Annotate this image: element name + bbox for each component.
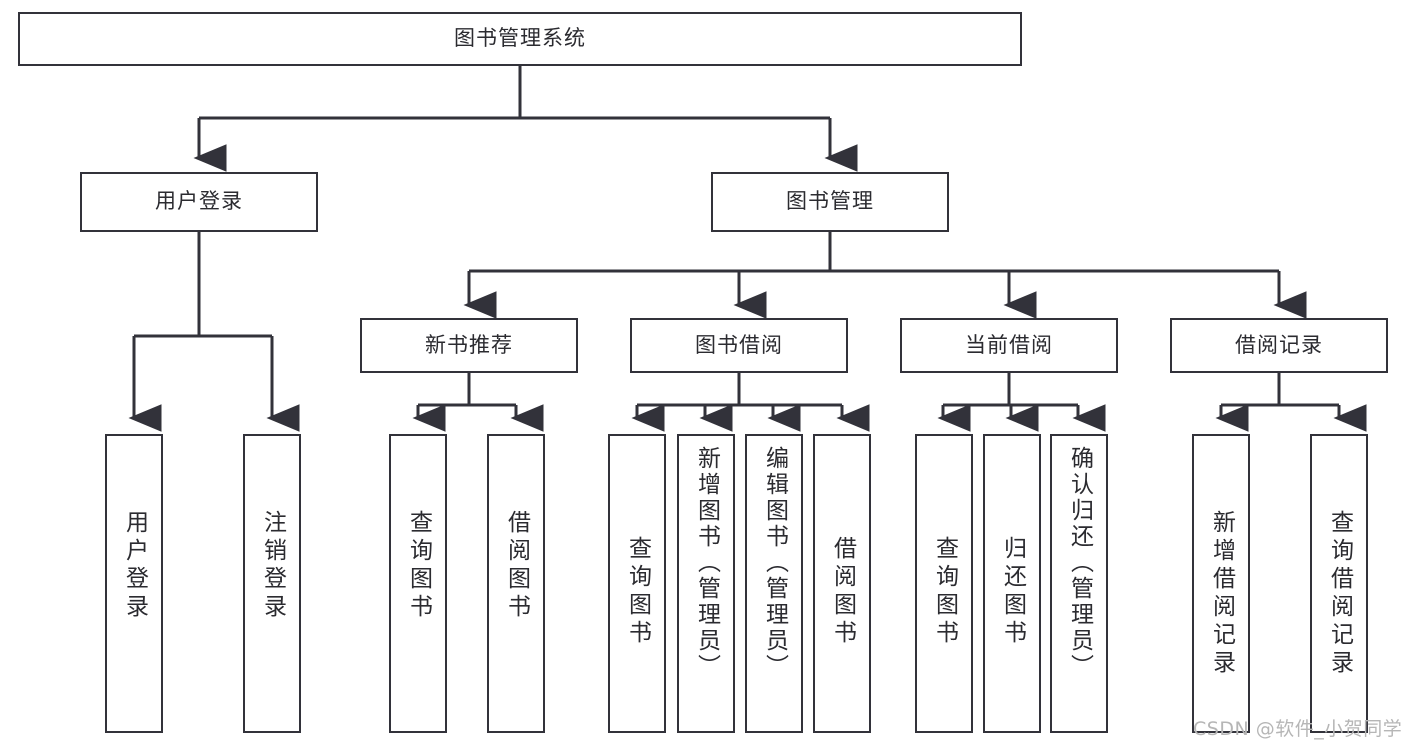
node-label: 图书管理 xyxy=(786,189,874,214)
leaf-user-login-signin[interactable]: 用户登录 xyxy=(105,434,163,733)
leaf-label: 新增借阅记录 xyxy=(1208,510,1235,678)
leaf-borrow-edit-book-admin[interactable]: 编辑图书（管理员） xyxy=(745,434,803,733)
node-label: 借阅记录 xyxy=(1235,332,1323,357)
leaf-label: 用户登录 xyxy=(121,510,148,622)
leaf-borrow-add-book-admin[interactable]: 新增图书（管理员） xyxy=(677,434,735,733)
leaf-label: 查询借阅记录 xyxy=(1326,510,1353,678)
node-borrow-record[interactable]: 借阅记录 xyxy=(1170,318,1388,373)
leaf-label: 编辑图书（管理员） xyxy=(761,446,788,680)
node-book-borrow[interactable]: 图书借阅 xyxy=(630,318,848,373)
leaf-current-query-book[interactable]: 查询图书 xyxy=(915,434,973,733)
node-label: 图书借阅 xyxy=(695,332,783,357)
leaf-label: 查询图书 xyxy=(931,536,958,648)
node-user-login[interactable]: 用户登录 xyxy=(80,172,318,232)
node-label: 用户登录 xyxy=(155,189,243,214)
node-new-book-recommend[interactable]: 新书推荐 xyxy=(360,318,578,373)
leaf-label: 归还图书 xyxy=(999,536,1026,648)
leaf-current-return-book[interactable]: 归还图书 xyxy=(983,434,1041,733)
node-current-borrow[interactable]: 当前借阅 xyxy=(900,318,1118,373)
leaf-label: 新增图书（管理员） xyxy=(693,446,720,680)
csdn-watermark: CSDN @软件_小贺同学 xyxy=(1193,718,1403,740)
leaf-borrow-query-book[interactable]: 查询图书 xyxy=(608,434,666,733)
node-book-management[interactable]: 图书管理 xyxy=(711,172,949,232)
node-label: 图书管理系统 xyxy=(454,26,586,51)
leaf-label: 借阅图书 xyxy=(503,510,530,622)
leaf-record-query-borrow-record[interactable]: 查询借阅记录 xyxy=(1310,434,1368,733)
leaf-label: 查询图书 xyxy=(624,536,651,648)
leaf-user-login-logout[interactable]: 注销登录 xyxy=(243,434,301,733)
leaf-label: 确认归还（管理员） xyxy=(1066,446,1093,680)
node-root-system[interactable]: 图书管理系统 xyxy=(18,12,1022,66)
node-label: 当前借阅 xyxy=(965,332,1053,357)
node-label: 新书推荐 xyxy=(425,332,513,357)
leaf-record-add-borrow-record[interactable]: 新增借阅记录 xyxy=(1192,434,1250,733)
leaf-label: 查询图书 xyxy=(405,510,432,622)
leaf-label: 注销登录 xyxy=(259,510,286,622)
leaf-recommend-borrow-book[interactable]: 借阅图书 xyxy=(487,434,545,733)
leaf-borrow-borrow-book[interactable]: 借阅图书 xyxy=(813,434,871,733)
leaf-current-confirm-return-admin[interactable]: 确认归还（管理员） xyxy=(1050,434,1108,733)
leaf-label: 借阅图书 xyxy=(829,536,856,648)
leaf-recommend-query-book[interactable]: 查询图书 xyxy=(389,434,447,733)
